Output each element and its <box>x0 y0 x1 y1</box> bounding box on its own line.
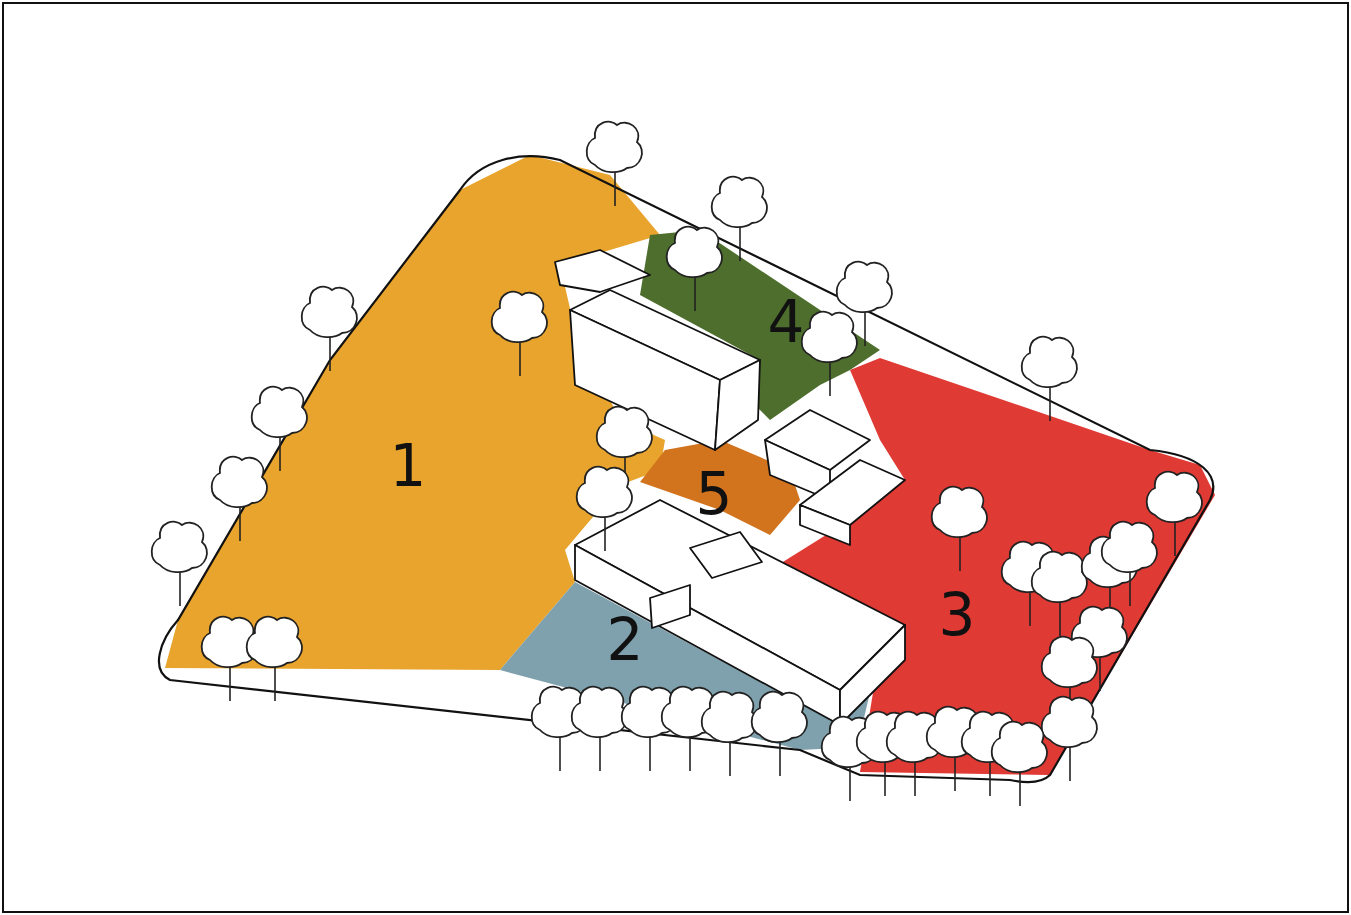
tree <box>752 692 807 776</box>
building <box>690 532 762 578</box>
tree <box>667 227 722 311</box>
tree <box>252 387 307 471</box>
tree <box>992 722 1047 806</box>
building <box>650 585 690 628</box>
tree <box>587 122 642 206</box>
tree <box>712 177 767 261</box>
tree <box>302 287 357 371</box>
frame <box>3 3 1348 912</box>
tree <box>202 617 257 701</box>
tree <box>1102 522 1157 606</box>
tree <box>1042 697 1097 781</box>
callout-number: 3 <box>939 586 976 644</box>
building <box>840 625 905 725</box>
callout-number: 2 <box>607 611 644 669</box>
tree <box>932 487 987 571</box>
callout-number: 4 <box>768 293 805 351</box>
tree <box>802 312 857 396</box>
tree <box>577 467 632 551</box>
site-boundary <box>159 156 1213 782</box>
tree <box>1022 337 1077 421</box>
tree <box>152 522 207 606</box>
tree <box>247 617 302 701</box>
tree <box>572 687 627 771</box>
callout-number: 1 <box>390 437 427 495</box>
tree <box>212 457 267 541</box>
building <box>555 250 650 292</box>
tree <box>492 292 547 376</box>
building <box>715 360 760 450</box>
tree <box>1147 472 1202 556</box>
tree <box>702 692 757 776</box>
building <box>800 505 850 545</box>
callout-number: 5 <box>696 465 733 523</box>
